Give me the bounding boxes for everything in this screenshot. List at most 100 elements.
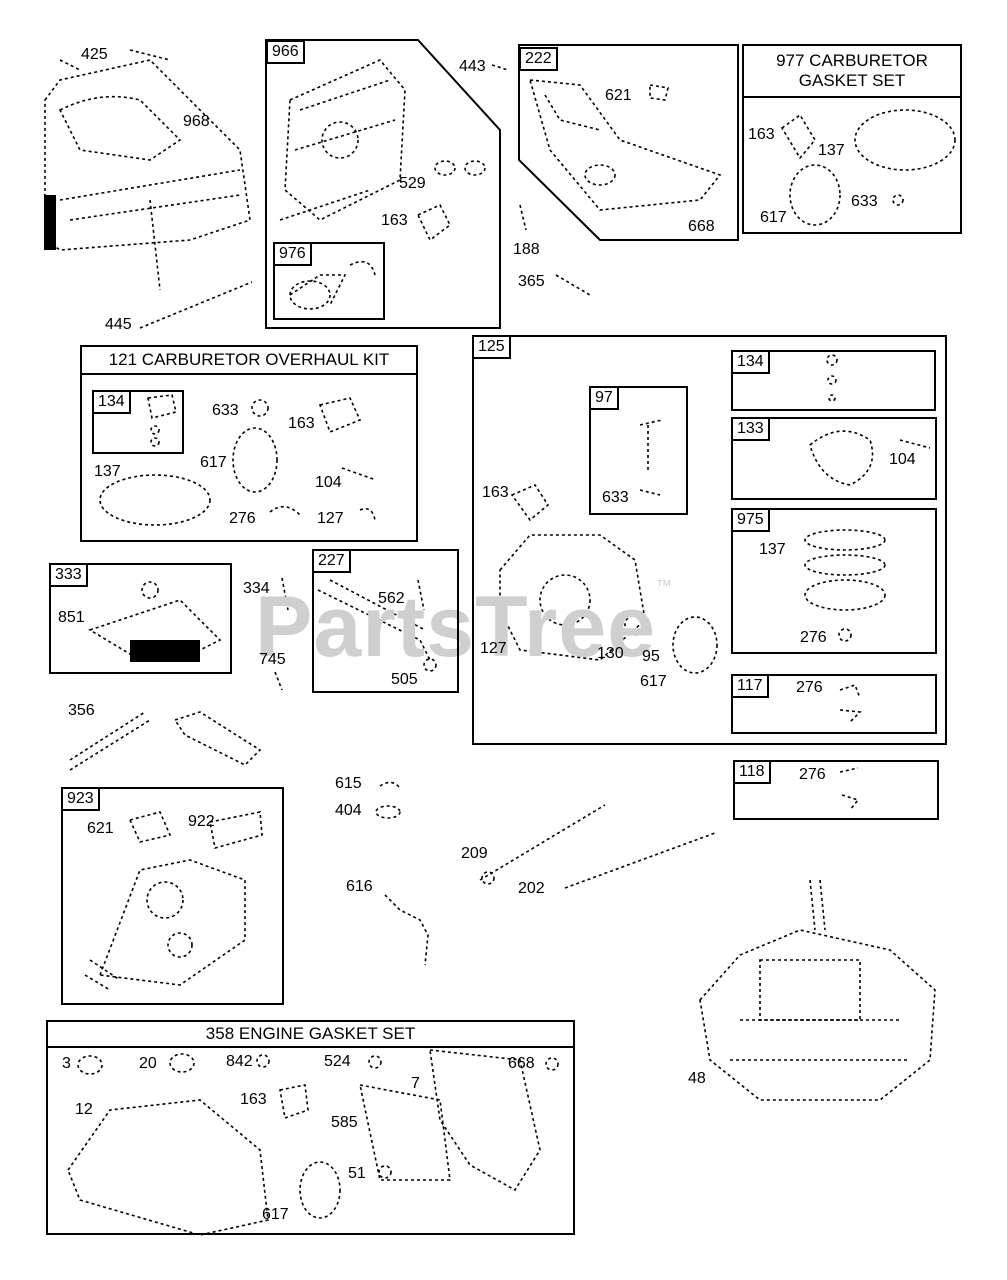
part-227 xyxy=(317,579,437,672)
callout-127: 127 xyxy=(317,510,344,527)
callout-334: 334 xyxy=(243,580,270,597)
group-966-tag: 966 xyxy=(266,40,305,64)
callout-616: 616 xyxy=(346,878,373,895)
part-616 xyxy=(384,894,429,966)
part-356 xyxy=(69,711,262,771)
callout-163: 163 xyxy=(240,1091,267,1108)
group-976-tag: 976 xyxy=(273,242,312,266)
callout-633: 633 xyxy=(212,402,239,419)
intake-manifold-part xyxy=(279,59,406,221)
group-333-box xyxy=(49,563,232,674)
part-976 xyxy=(289,260,376,310)
part-133 xyxy=(809,430,931,486)
group-121-header xyxy=(80,345,418,375)
part-333 xyxy=(88,581,222,662)
callout-276: 276 xyxy=(800,629,827,646)
group-133-tag: 133 xyxy=(731,417,770,441)
group-97-box xyxy=(589,386,688,515)
part-365 xyxy=(555,274,591,296)
callout-585: 585 xyxy=(331,1114,358,1131)
callout-524: 524 xyxy=(324,1053,351,1070)
callout-617: 617 xyxy=(640,673,667,690)
callout-633: 633 xyxy=(602,489,629,506)
callout-127: 127 xyxy=(480,640,507,657)
group-227-box xyxy=(312,549,459,693)
part-121 xyxy=(99,394,377,526)
callout-425: 425 xyxy=(81,46,108,63)
group-97-tag: 97 xyxy=(589,386,619,410)
group-121-sub134-box xyxy=(92,390,184,454)
group-133-box xyxy=(731,417,937,500)
callout-404: 404 xyxy=(335,802,362,819)
group-125-box xyxy=(472,335,947,745)
callout-48: 48 xyxy=(688,1070,706,1087)
callout-163: 163 xyxy=(288,415,315,432)
callout-3: 3 xyxy=(62,1055,71,1072)
callout-20: 20 xyxy=(139,1055,157,1072)
group-117-tag: 117 xyxy=(731,674,769,698)
part-202 xyxy=(564,832,716,889)
callout-617: 617 xyxy=(262,1206,289,1223)
callout-163: 163 xyxy=(748,126,775,143)
callout-505: 505 xyxy=(391,671,418,688)
callout-851: 851 xyxy=(58,609,85,626)
callout-621: 621 xyxy=(87,820,114,837)
group-117-box xyxy=(731,674,937,734)
watermark: PartsTree™ xyxy=(255,578,674,675)
callout-668: 668 xyxy=(688,218,715,235)
gasket-163a xyxy=(416,203,452,242)
part-48-engine xyxy=(699,879,936,1101)
part-358 xyxy=(67,1049,559,1236)
part-923 xyxy=(84,811,263,991)
group-966-outline xyxy=(265,39,501,329)
callout-356: 356 xyxy=(68,702,95,719)
callout-137: 137 xyxy=(759,541,786,558)
part-404 xyxy=(375,805,401,819)
callout-12: 12 xyxy=(75,1101,93,1118)
callout-617: 617 xyxy=(200,454,227,471)
callout-365: 365 xyxy=(518,273,545,290)
callout-188: 188 xyxy=(513,241,540,258)
group-121-sub134-tag: 134 xyxy=(92,390,131,414)
part-443 xyxy=(491,64,509,71)
callout-668: 668 xyxy=(508,1055,535,1072)
callout-617: 617 xyxy=(760,209,787,226)
callout-130: 130 xyxy=(597,645,624,662)
part-977 xyxy=(780,109,956,226)
part-975 xyxy=(804,529,886,642)
part-125 xyxy=(499,419,718,674)
group-134b-box xyxy=(731,350,936,411)
callout-922: 922 xyxy=(188,813,215,830)
group-222-tag: 222 xyxy=(519,47,558,71)
callout-95: 95 xyxy=(642,648,660,665)
group-977-title-line2: GASKET SET xyxy=(798,71,906,90)
part-117 xyxy=(839,683,862,723)
callout-163: 163 xyxy=(381,212,408,229)
group-134b-tag: 134 xyxy=(731,350,770,374)
callout-562: 562 xyxy=(378,590,405,607)
callout-276: 276 xyxy=(799,766,826,783)
group-118-box xyxy=(733,760,939,820)
blower-housing-part xyxy=(44,49,251,291)
rod-445 xyxy=(139,281,253,329)
part-188 xyxy=(519,204,527,231)
callout-104: 104 xyxy=(315,474,342,491)
group-121-title: 121 CARBURETOR OVERHAUL KIT xyxy=(108,350,390,369)
callout-137: 137 xyxy=(818,142,845,159)
callout-104: 104 xyxy=(889,451,916,468)
group-118-tag: 118 xyxy=(733,760,771,784)
group-358-header xyxy=(46,1020,575,1048)
callout-443: 443 xyxy=(459,58,486,75)
part-134b xyxy=(826,354,838,402)
group-227-tag: 227 xyxy=(312,549,351,573)
part-209 xyxy=(479,804,606,881)
callout-529: 529 xyxy=(399,175,426,192)
callout-445: 445 xyxy=(105,316,132,333)
callout-163: 163 xyxy=(482,484,509,501)
callout-202: 202 xyxy=(518,880,545,897)
group-977-header xyxy=(742,44,962,98)
group-333-tag: 333 xyxy=(49,563,88,587)
part-615 xyxy=(379,781,401,789)
group-923-tag: 923 xyxy=(61,787,100,811)
group-923-box xyxy=(61,787,284,1005)
